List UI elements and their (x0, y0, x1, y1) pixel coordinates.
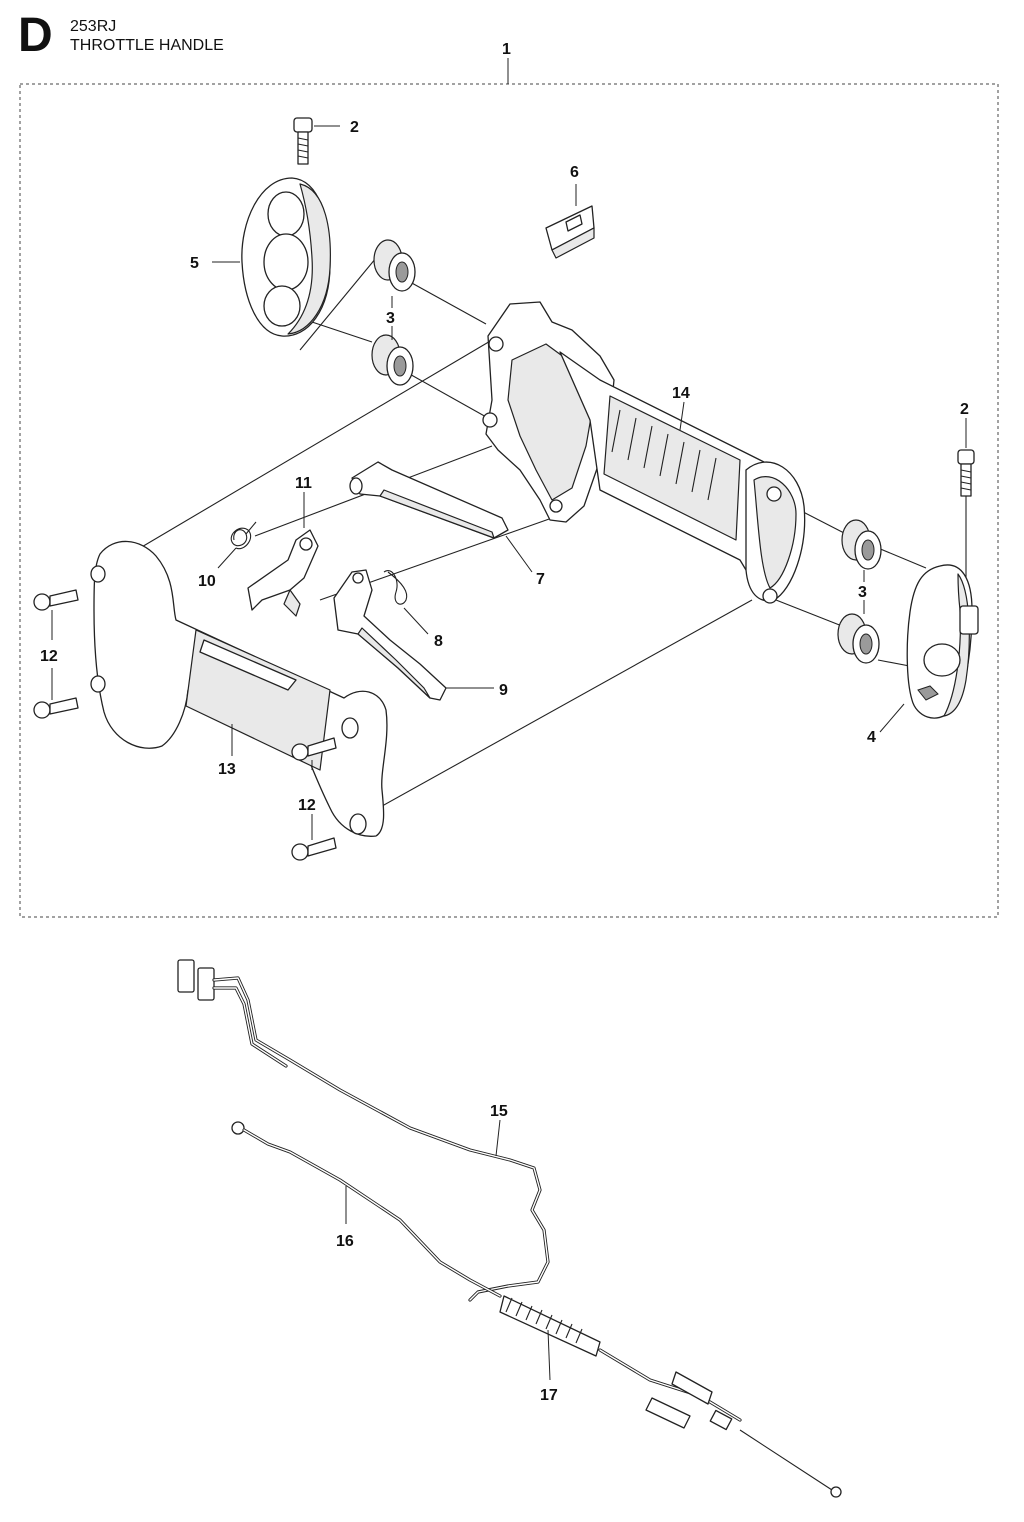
bracket-11 (247, 529, 319, 617)
screw-12d (291, 837, 337, 861)
callout-12a: 12 (40, 648, 58, 665)
assembly-boundary (19, 83, 999, 918)
callout-9: 9 (499, 682, 508, 699)
screw-2a (293, 117, 313, 165)
callout-7: 7 (536, 571, 545, 588)
callout-14: 14 (672, 385, 690, 402)
leader-lines (51, 125, 967, 1381)
side-cover-4 (906, 564, 979, 719)
callout-17: 17 (540, 1387, 558, 1404)
spring-10 (230, 521, 257, 550)
callout-13: 13 (218, 761, 236, 778)
rear-cover-5 (241, 177, 331, 337)
callout-1: 1 (502, 41, 511, 58)
handle-frame-14 (482, 301, 806, 604)
switch-cable-15 (177, 959, 550, 1302)
callout-4: 4 (867, 729, 876, 746)
lockout-lever-7 (349, 461, 509, 539)
screw-12b (33, 697, 79, 719)
callout-16: 16 (336, 1233, 354, 1250)
screw-12a (33, 589, 79, 611)
callout-8: 8 (434, 633, 443, 650)
screw-12c (291, 737, 337, 761)
callout-15: 15 (490, 1103, 508, 1120)
callout-5: 5 (190, 255, 199, 272)
section-letter: D (18, 9, 53, 62)
page-header: D 253RJ THROTTLE HANDLE (0, 0, 1024, 70)
throttle-cable-16 (231, 1121, 502, 1298)
damper-3c (841, 519, 882, 570)
callout-12b: 12 (298, 797, 316, 814)
callout-6: 6 (570, 164, 579, 181)
callout-10: 10 (198, 573, 216, 590)
spring-8 (383, 570, 408, 605)
throttle-trigger-9 (333, 569, 447, 701)
damper-3b (371, 334, 414, 386)
callout-3a: 3 (386, 310, 395, 327)
section-title: THROTTLE HANDLE (70, 37, 224, 54)
damper-3d (837, 613, 880, 664)
model-code: 253RJ (70, 18, 117, 35)
cable-sheath-17 (499, 1295, 842, 1498)
callout-3b: 3 (858, 584, 867, 601)
damper-3a (373, 239, 416, 292)
stop-switch-6 (545, 205, 595, 259)
callout-2b: 2 (960, 401, 969, 418)
screw-2b (957, 449, 975, 497)
callout-2a: 2 (350, 119, 359, 136)
front-grip-13 (90, 540, 388, 837)
callout-labels: 1 2 2 3 3 4 5 6 7 8 9 10 11 12 12 13 14 … (40, 41, 969, 1404)
callout-11: 11 (295, 475, 312, 492)
